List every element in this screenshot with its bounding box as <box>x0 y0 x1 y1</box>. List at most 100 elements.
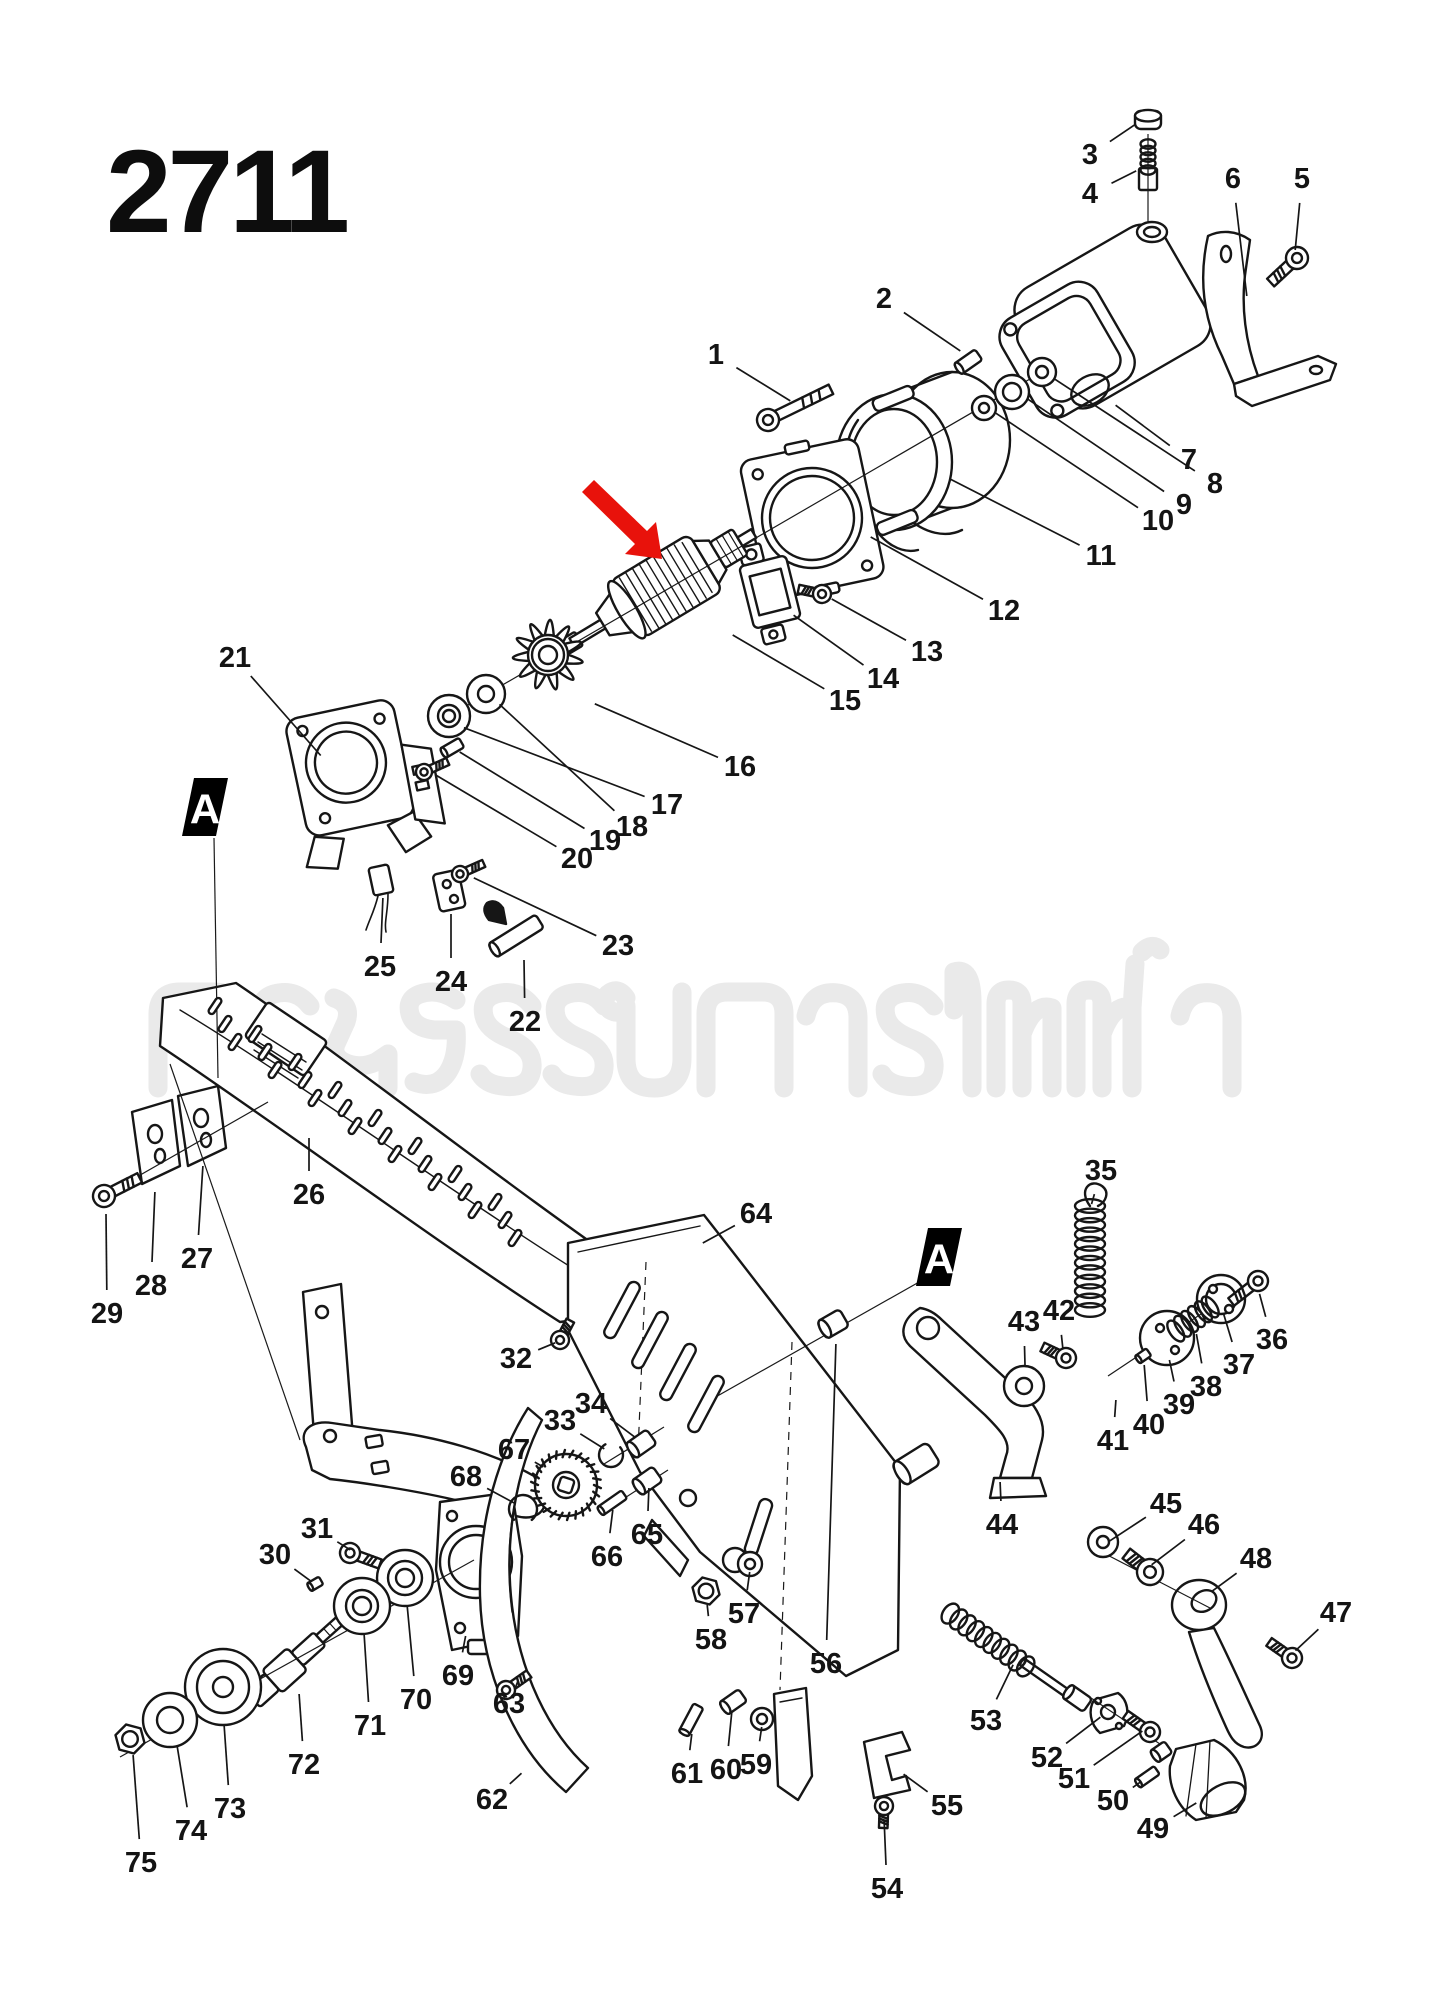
fan-part <box>511 618 584 691</box>
leader-line-66 <box>609 1509 614 1534</box>
part-label-73: 73 <box>214 1793 246 1825</box>
handle-bracket-part <box>1201 230 1338 408</box>
leader-line-41 <box>1113 1399 1117 1418</box>
spacer-34 <box>625 1429 657 1459</box>
leader-line-68 <box>486 1487 515 1504</box>
leader-line-28 <box>151 1191 156 1263</box>
hex-bolt-42 <box>1039 1341 1078 1370</box>
cam-disc-39 <box>1138 1309 1196 1367</box>
part-label-65: 65 <box>631 1519 663 1551</box>
part-label-21: 21 <box>219 642 251 674</box>
leader-line-10 <box>995 412 1139 509</box>
outer-flange-74 <box>141 1691 199 1749</box>
part-label-74: 74 <box>175 1815 207 1847</box>
rod-end-53 <box>1061 1684 1093 1712</box>
woodruff-key-30 <box>306 1576 324 1592</box>
part-label-38: 38 <box>1190 1371 1222 1403</box>
detail-marker-a-2: A <box>916 1228 962 1286</box>
part-label-69: 69 <box>442 1660 474 1692</box>
part-label-17: 17 <box>651 789 683 821</box>
bracket-arm-part <box>902 1306 1048 1500</box>
part-label-7: 7 <box>1181 444 1197 476</box>
pan-head-screw-5 <box>1265 245 1310 288</box>
leader-line-60 <box>727 1711 733 1747</box>
inner-flange-73-hub <box>211 1675 235 1699</box>
leader-line-40 <box>1143 1364 1148 1402</box>
leader-line-59 <box>758 1726 763 1742</box>
part-label-8: 8 <box>1207 468 1223 500</box>
part-label-6: 6 <box>1225 163 1241 195</box>
part-label-4: 4 <box>1082 178 1098 210</box>
ball-bearing-17-core <box>441 708 457 724</box>
part-label-54: 54 <box>871 1873 903 1905</box>
part-label-32: 32 <box>500 1343 532 1375</box>
part-label-3: 3 <box>1082 139 1098 171</box>
leader-line-69 <box>461 1635 467 1653</box>
pan-head-screw-23 <box>450 858 487 884</box>
part-label-51: 51 <box>1058 1763 1090 1795</box>
tube-black-tip <box>483 900 508 926</box>
flat-washer-18 <box>465 673 507 715</box>
part-label-68: 68 <box>450 1461 482 1493</box>
leader-line-52 <box>1065 1716 1101 1745</box>
part-label-56: 56 <box>810 1648 842 1680</box>
part-label-70: 70 <box>400 1684 432 1716</box>
clamp-washer-71-hub <box>351 1595 373 1617</box>
leader-line-72 <box>298 1693 304 1742</box>
part-label-75: 75 <box>125 1847 157 1879</box>
ball-bearing-70-core <box>394 1567 416 1589</box>
part-label-35: 35 <box>1085 1155 1117 1187</box>
part-label-53: 53 <box>970 1705 1002 1737</box>
leader-line-29 <box>105 1213 108 1291</box>
leader-line-7 <box>1115 404 1171 447</box>
circlip-33 <box>597 1441 625 1469</box>
pivot-tube-64 <box>892 1442 940 1486</box>
part-label-39: 39 <box>1163 1389 1195 1421</box>
leader-line-53 <box>995 1664 1014 1700</box>
rubber-ring-10 <box>970 394 998 422</box>
leader-line-73 <box>223 1724 230 1786</box>
leader-line-20 <box>435 774 557 848</box>
model-number-title: 2711 <box>106 126 347 258</box>
part-label-42: 42 <box>1043 1295 1075 1327</box>
armature-part <box>560 528 758 655</box>
leader-line-75 <box>132 1754 141 1840</box>
leader-line-11 <box>949 478 1080 546</box>
ball-bearing-9 <box>993 373 1031 411</box>
pin-66 <box>596 1489 628 1517</box>
detail-marker-letter: A <box>924 1236 954 1283</box>
part-label-50: 50 <box>1097 1785 1129 1817</box>
leader-line-46 <box>1151 1538 1186 1566</box>
brush-spring-4 <box>1139 138 1157 176</box>
part-label-43: 43 <box>1008 1306 1040 1338</box>
cam-disc-39-hole-b <box>1169 1344 1181 1356</box>
pan-head-screw-1 <box>755 383 835 433</box>
part-label-61: 61 <box>671 1758 703 1790</box>
part-label-25: 25 <box>364 951 396 983</box>
pin-61 <box>678 1702 704 1738</box>
bushing-60 <box>718 1689 748 1715</box>
leader-line-4 <box>1111 170 1137 185</box>
spring-cap-37-hole-a <box>1207 1283 1219 1295</box>
insulation-tube-22 <box>488 914 544 958</box>
part-label-62: 62 <box>476 1784 508 1816</box>
arm-assembly-part <box>301 1282 546 1519</box>
detail-marker-letter: A <box>190 786 220 833</box>
leader-line-23 <box>473 877 597 937</box>
part-label-20: 20 <box>561 843 593 875</box>
part-label-60: 60 <box>710 1754 742 1786</box>
part-label-15: 15 <box>829 685 861 717</box>
part-label-57: 57 <box>728 1598 760 1630</box>
leader-line-65 <box>647 1487 650 1512</box>
spring-cap-37-hole-b <box>1223 1303 1235 1315</box>
leader-line-70 <box>406 1605 415 1677</box>
part-label-58: 58 <box>695 1624 727 1656</box>
leader-line-19 <box>459 751 585 830</box>
leader-line-49 <box>1173 1802 1197 1818</box>
part-label-52: 52 <box>1031 1742 1063 1774</box>
leader-line-34 <box>609 1417 635 1438</box>
part-label-24: 24 <box>435 966 467 998</box>
leader-line-47 <box>1294 1628 1319 1652</box>
part-label-49: 49 <box>1137 1813 1169 1845</box>
